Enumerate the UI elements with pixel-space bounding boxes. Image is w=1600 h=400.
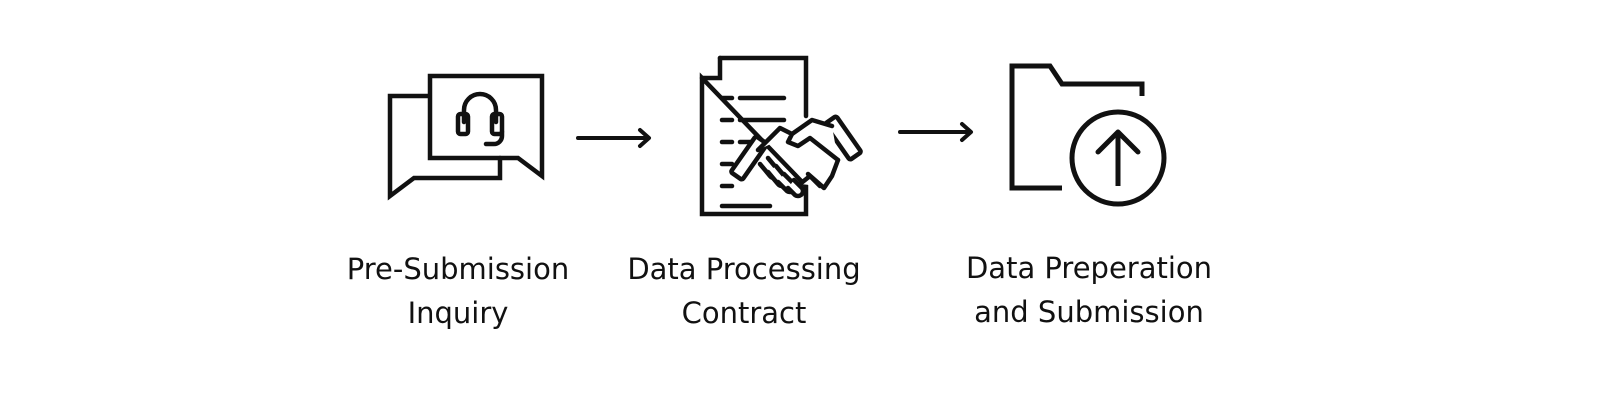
- step-label-line: Pre-Submission: [346, 252, 570, 286]
- step-label-line: Inquiry: [407, 296, 509, 330]
- arrow-right-icon: [898, 120, 976, 144]
- step-label-line: and Submission: [974, 295, 1204, 329]
- step-label-data-preparation-submission: Data Preperation and Submission: [934, 246, 1244, 334]
- arrow-right-icon: [576, 126, 654, 150]
- folder-upload-icon: [1008, 62, 1172, 212]
- contract-handshake-icon: [698, 54, 868, 218]
- headset-chat-icon: [386, 72, 546, 202]
- step-label-line: Data Processing: [627, 252, 861, 286]
- step-label-pre-submission-inquiry: Pre-Submission Inquiry: [318, 247, 598, 335]
- step-label-data-processing-contract: Data Processing Contract: [598, 247, 890, 335]
- step-label-line: Data Preperation: [965, 251, 1213, 285]
- step-label-line: Contract: [681, 296, 807, 330]
